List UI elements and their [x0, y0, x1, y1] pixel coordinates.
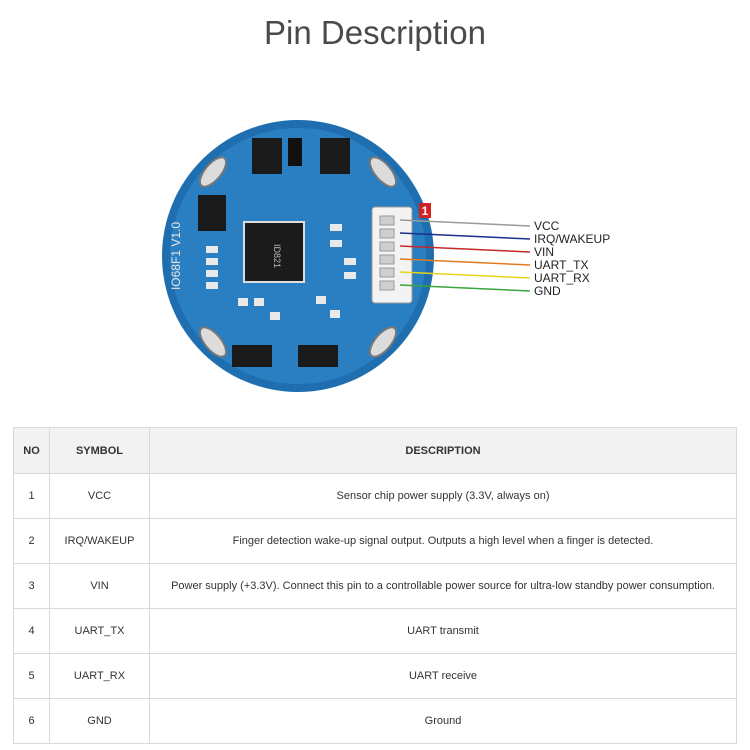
cell-description: Power supply (+3.3V). Connect this pin t… [149, 563, 737, 609]
pin1-marker: 1 [422, 204, 429, 218]
header-symbol: SYMBOL [49, 427, 150, 474]
main-chip-label: ID821 [272, 244, 282, 268]
cell-description: UART receive [149, 653, 737, 699]
cell-description: UART transmit [149, 608, 737, 654]
wire-2 [399, 232, 531, 240]
wire-label: VIN [534, 245, 554, 259]
top-ics [198, 138, 350, 231]
cell-no: 6 [13, 698, 50, 744]
board-silkscreen: IO68F1 V1.0 [169, 222, 183, 290]
cell-symbol: VCC [49, 473, 150, 519]
cell-symbol: VIN [49, 563, 150, 609]
bottom-transistors [232, 345, 338, 367]
wire-4 [399, 258, 531, 266]
cell-no: 4 [13, 608, 50, 654]
cell-no: 2 [13, 518, 50, 564]
page-title: Pin Description [264, 14, 486, 51]
cell-description: Finger detection wake-up signal output. … [149, 518, 737, 564]
wire-label: UART_RX [534, 271, 590, 285]
cell-symbol: UART_RX [49, 653, 150, 699]
wire-label: IRQ/WAKEUP [534, 232, 610, 246]
cell-symbol: UART_TX [49, 608, 150, 654]
wire-1 [399, 219, 531, 227]
wire-3 [399, 245, 531, 253]
wire-label: VCC [534, 219, 560, 233]
table-header-row: NO SYMBOL DESCRIPTION [13, 427, 737, 474]
cell-no: 5 [13, 653, 50, 699]
wire-5 [399, 271, 531, 279]
passive-components [206, 224, 356, 320]
main-chip [243, 221, 305, 283]
cell-symbol: GND [49, 698, 150, 744]
wire-label: GND [534, 284, 561, 298]
mounting-holes [198, 156, 398, 358]
wire-label: UART_TX [534, 258, 588, 272]
connector-pins [379, 215, 395, 291]
cell-symbol: IRQ/WAKEUP [49, 518, 150, 564]
cell-no: 3 [13, 563, 50, 609]
wire-6 [399, 284, 531, 292]
cell-description: Sensor chip power supply (3.3V, always o… [149, 473, 737, 519]
cell-no: 1 [13, 473, 50, 519]
pin1-marker-bg [419, 203, 431, 218]
fingerprint-module-illustration: ID821 IO68F1 V1.0 1 VCCIRQ/WAKEUPVINUART… [162, 120, 610, 392]
header-description: DESCRIPTION [149, 427, 737, 474]
header-no: NO [13, 427, 50, 474]
cell-description: Ground [149, 698, 737, 744]
